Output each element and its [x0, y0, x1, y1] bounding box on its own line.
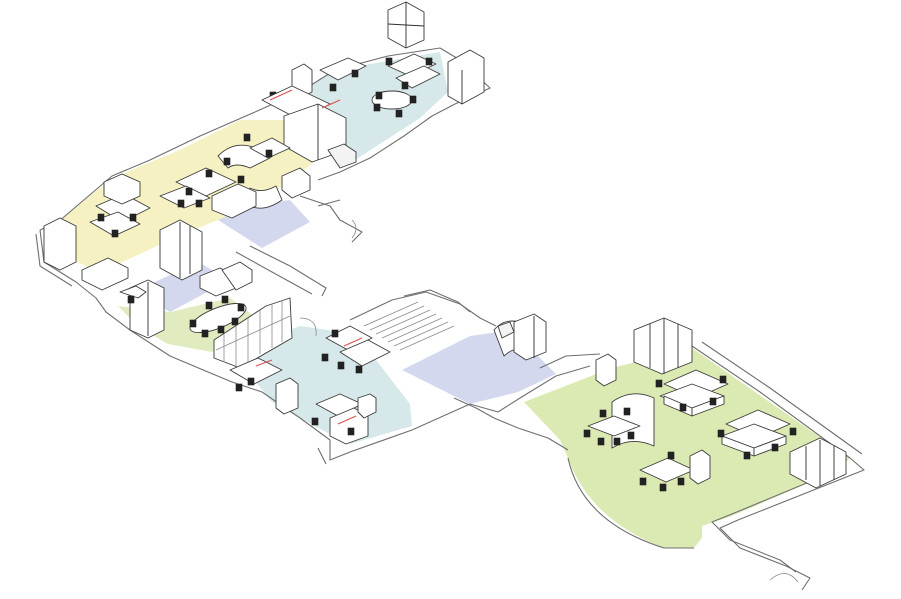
- furniture-reception: [43, 133, 311, 291]
- furniture-south-wing: [229, 325, 391, 445]
- zone-open-plan-green: [524, 348, 850, 548]
- furniture-open-plan: [583, 317, 847, 492]
- furniture-lobby: [493, 313, 547, 361]
- furniture-meeting: [119, 261, 293, 369]
- stairs: [363, 301, 455, 351]
